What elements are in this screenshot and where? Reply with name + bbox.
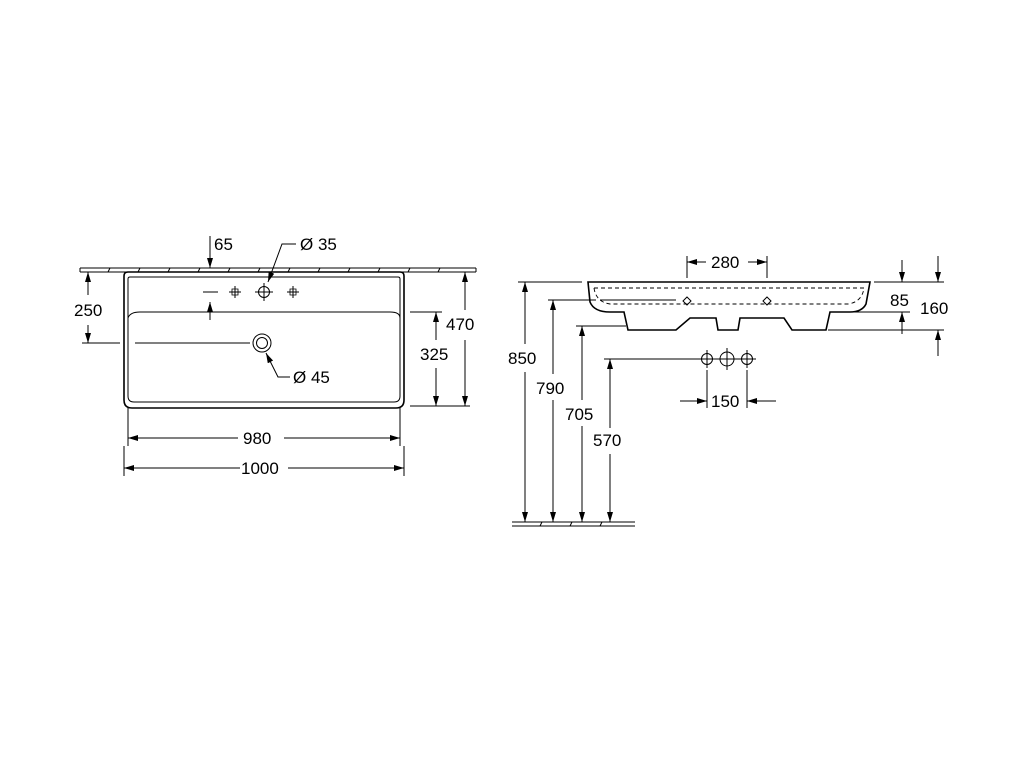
wall-outlet-right <box>737 349 757 369</box>
dim-850: 850 <box>508 281 582 522</box>
dim-470: 470 <box>408 271 474 407</box>
dim-1000-label: 1000 <box>241 459 279 478</box>
dim-325: 325 <box>410 311 448 407</box>
dim-1000: 1000 <box>123 446 405 478</box>
tap-hole-center <box>254 282 274 302</box>
dim-980-label: 980 <box>243 429 271 448</box>
basin-outline <box>123 271 405 409</box>
dim-85: 85 <box>832 260 910 334</box>
dim-d45: Ø 45 <box>265 352 330 387</box>
dim-790-label: 790 <box>536 379 564 398</box>
top-view: 65 Ø 35 Ø 45 250 325 <box>74 235 477 478</box>
overflow-hole-left <box>682 296 692 306</box>
dim-160: 160 <box>828 256 948 356</box>
dim-65: 65 <box>203 235 233 320</box>
dim-470-label: 470 <box>446 315 474 334</box>
dim-d35-label: Ø 35 <box>300 235 337 254</box>
dim-790: 790 <box>536 299 596 522</box>
wall-outlet-left <box>697 349 717 369</box>
dim-150-label: 150 <box>711 392 739 411</box>
dim-d35: Ø 35 <box>267 235 337 283</box>
dim-325-label: 325 <box>420 345 448 364</box>
drain <box>135 333 272 353</box>
dim-280: 280 <box>686 253 768 278</box>
overflow-hole-right <box>762 296 772 306</box>
dim-280-label: 280 <box>711 253 739 272</box>
wall-outlet-center <box>716 348 738 370</box>
dim-570-label: 570 <box>593 431 621 450</box>
dim-65-label: 65 <box>214 235 233 254</box>
basin-profile <box>587 281 871 331</box>
dim-250-label: 250 <box>74 301 102 320</box>
dim-160-label: 160 <box>920 299 948 318</box>
dim-705-label: 705 <box>565 405 593 424</box>
dim-570: 570 <box>593 358 698 522</box>
dim-85-label: 85 <box>890 291 909 310</box>
dim-705: 705 <box>565 325 626 522</box>
dim-850-label: 850 <box>508 349 536 368</box>
side-view: 280 85 160 850 <box>508 253 948 527</box>
tap-hole-right <box>286 285 300 299</box>
dim-250: 250 <box>74 272 120 344</box>
tap-hole-left <box>228 285 242 299</box>
dim-d45-label: Ø 45 <box>293 368 330 387</box>
dim-150: 150 <box>680 370 776 411</box>
floor-line <box>512 521 635 527</box>
dim-980: 980 <box>127 408 401 448</box>
